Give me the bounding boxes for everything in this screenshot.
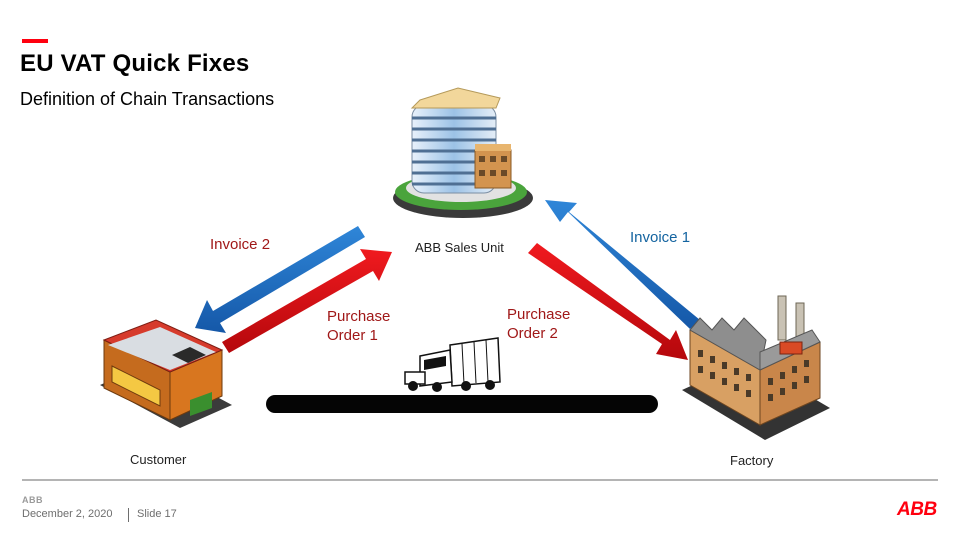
customer-label: Customer (130, 452, 187, 467)
slide-subtitle: Definition of Chain Transactions (20, 89, 275, 109)
purchase-order-2-label: Purchase Order 2 (507, 305, 570, 343)
accent-bar (22, 39, 48, 43)
road (266, 395, 658, 413)
invoice-1-label: Invoice 1 (630, 229, 691, 246)
invoice-1-arrow (545, 200, 700, 329)
abb-logo: ABB (897, 499, 937, 520)
purchase-order-1-line-2: Order 1 (327, 327, 378, 344)
footer-small-logo: ABB (22, 495, 43, 505)
purchase-order-1-arrow (222, 249, 392, 353)
truck-icon (404, 337, 501, 392)
factory-icon (682, 295, 830, 440)
purchase-order-2-line-2: Order 2 (507, 325, 558, 342)
sales-unit-label: ABB Sales Unit (415, 240, 504, 255)
purchase-order-1-label: Purchase Order 1 (327, 307, 390, 345)
footer-slide-number: Slide 17 (137, 508, 177, 520)
purchase-order-2-line-1: Purchase (507, 306, 571, 323)
footer-separator (128, 508, 129, 522)
footer-divider (22, 479, 938, 481)
office-building-icon (393, 87, 533, 218)
shop-building-icon (100, 319, 232, 428)
invoice-2-label: Invoice 2 (210, 236, 271, 253)
factory-label: Factory (730, 453, 774, 468)
footer-date: December 2, 2020 (22, 508, 113, 520)
slide-title: EU VAT Quick Fixes (20, 50, 250, 77)
invoice-2-arrow (195, 226, 365, 333)
purchase-order-1-line-1: Purchase (327, 308, 391, 325)
purchase-order-2-arrow (528, 243, 688, 360)
